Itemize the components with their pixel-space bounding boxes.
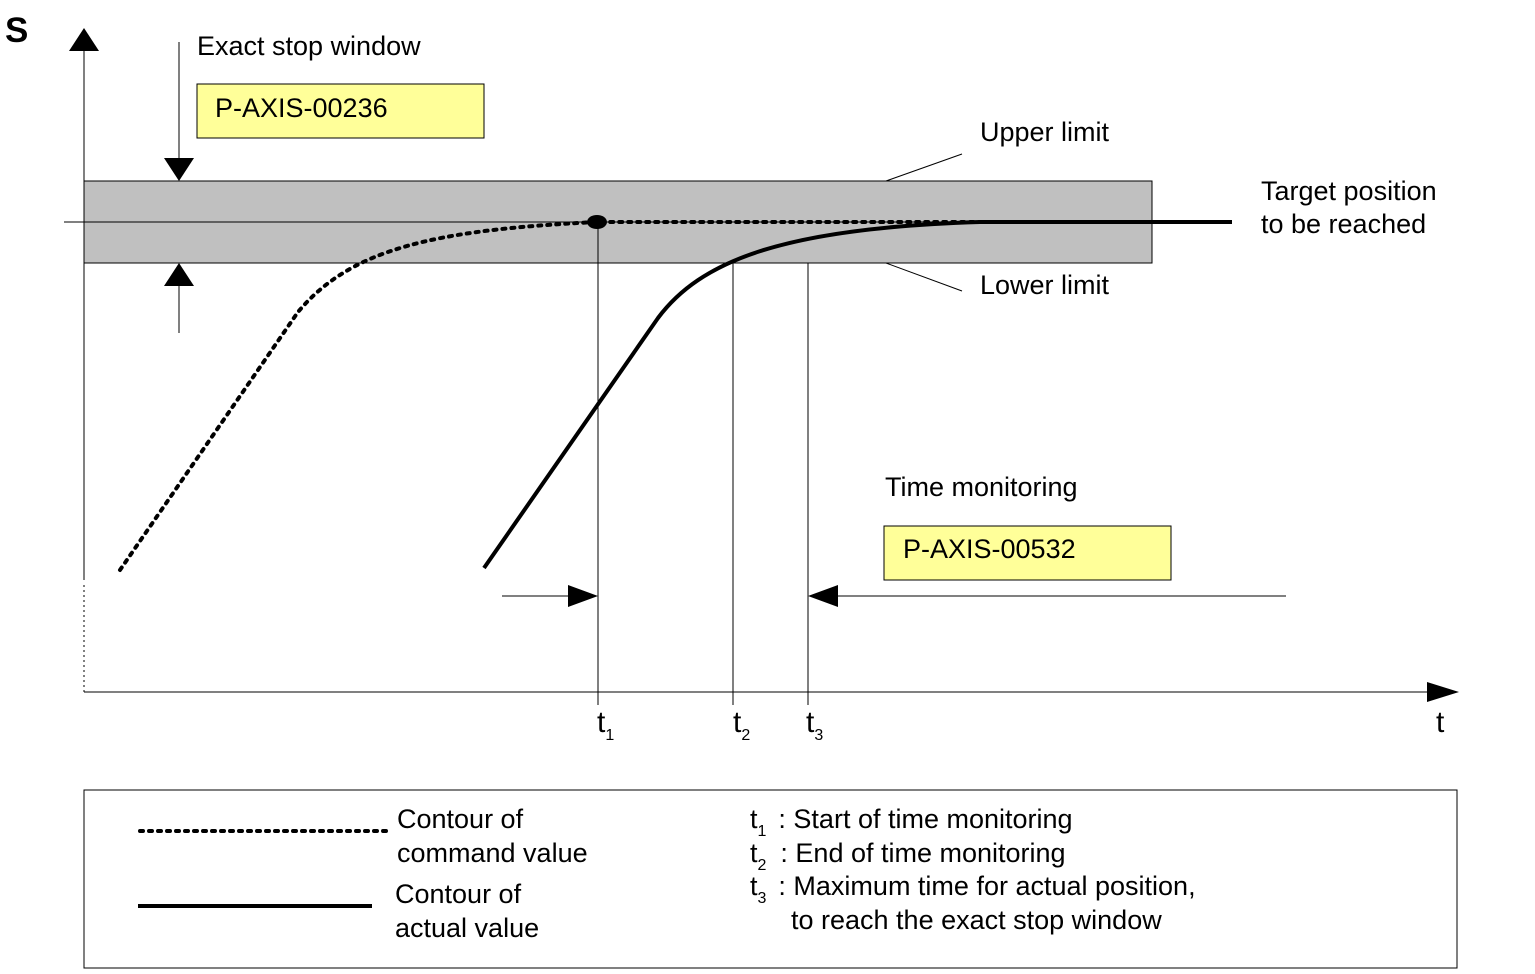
window-up-arrow-icon xyxy=(164,263,194,286)
y-axis-arrow-icon xyxy=(69,28,99,51)
command-reaches-target-point xyxy=(587,215,607,229)
exact-stop-window-param-box xyxy=(196,83,485,139)
legend-actual-line1: Contour of xyxy=(395,879,522,909)
t1-label: t1 xyxy=(597,706,614,744)
time-monitoring-right-arrow-icon xyxy=(568,585,598,607)
legend-def-t1: t1: Start of time monitoring xyxy=(750,804,1073,840)
x-axis-arrow-icon xyxy=(1427,682,1459,702)
exact-stop-window-label: Exact stop window xyxy=(197,31,421,61)
legend-command-line2: command value xyxy=(397,838,588,868)
time-monitoring-param: P-AXIS-00532 xyxy=(903,534,1076,564)
actual-value-contour xyxy=(482,220,1232,570)
legend-def-t2: t2: End of time monitoring xyxy=(750,838,1066,874)
exact-stop-window-param: P-AXIS-00236 xyxy=(215,93,388,123)
lower-limit-leader xyxy=(885,262,963,292)
window-down-arrow-icon xyxy=(164,158,194,181)
y-axis-label: S xyxy=(5,11,28,50)
time-monitoring-left-arrow-icon xyxy=(808,585,838,607)
t2-label: t2 xyxy=(733,706,750,744)
time-monitoring-param-box xyxy=(883,525,1172,581)
legend-command-line1: Contour of xyxy=(397,804,524,834)
target-position-label-line1: Target position xyxy=(1261,176,1437,206)
lower-limit-label: Lower limit xyxy=(980,270,1110,300)
time-monitoring-label: Time monitoring xyxy=(885,472,1078,502)
target-position-label-line2: to be reached xyxy=(1261,209,1426,239)
upper-limit-leader xyxy=(885,153,963,182)
command-value-contour xyxy=(118,220,982,572)
t3-label: t3 xyxy=(806,706,823,744)
legend-box xyxy=(83,789,1458,969)
legend-def-t3-continuation: to reach the exact stop window xyxy=(791,905,1162,935)
upper-limit-label: Upper limit xyxy=(980,117,1110,147)
legend-actual-line2: actual value xyxy=(395,913,539,943)
x-axis-label: t xyxy=(1436,706,1445,739)
legend-def-t3: t3: Maximum time for actual position, xyxy=(750,871,1196,907)
